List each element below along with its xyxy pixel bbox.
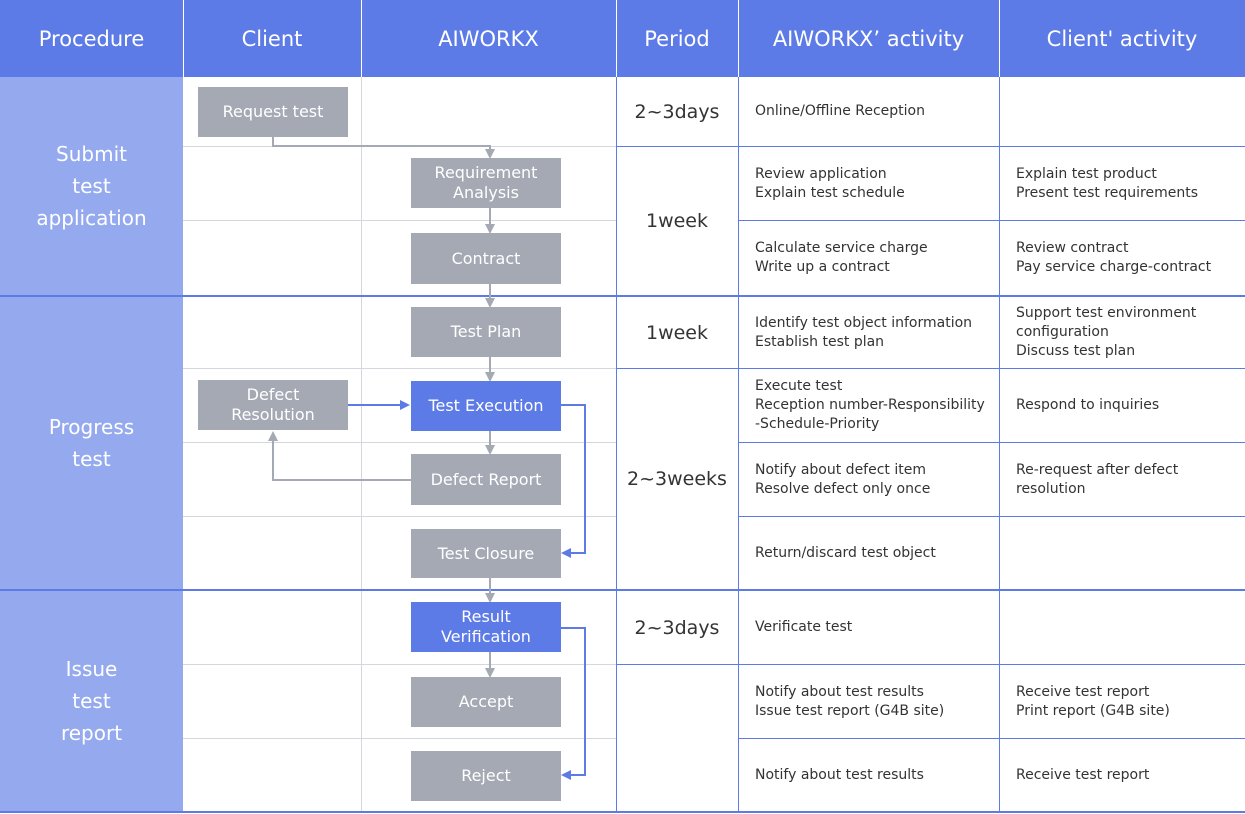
phase-progress-label: Progress test [48, 414, 135, 471]
connector-report-to-resolution [268, 431, 411, 481]
client-activity-cell: Explain test product Present test requir… [1016, 165, 1198, 201]
phase-submit: Submit test application [0, 77, 183, 295]
accept-box[interactable]: Accept [411, 677, 561, 727]
client-activity-cell: Receive test report [1016, 766, 1150, 783]
client-activity-cell [1000, 77, 1245, 146]
phase-submit-label: Submit test application [36, 142, 147, 230]
header-procedure: Procedure [0, 0, 183, 77]
row-line [738, 220, 1245, 221]
aiworkx-activity-cell: Online/Offline Reception [755, 103, 925, 119]
header-aiworkx: AIWORKX [361, 0, 616, 77]
client-activity-cell: Review contract Pay service charge-contr… [1016, 240, 1212, 275]
aiworkx-activity-cell: Verificate test [755, 619, 853, 635]
connector-execution-to-closure [561, 404, 586, 558]
row-line [738, 368, 1245, 369]
test-closure-box[interactable]: Test Closure [411, 529, 561, 578]
client-activity-cell [1000, 517, 1245, 589]
phase-issue: Issue test report [0, 590, 183, 811]
aiworkx-activity-cell: Identify test object information Establi… [755, 314, 973, 350]
client-activity-cell: Re-request after defect resolution [1016, 461, 1179, 497]
phase-separator [0, 589, 1245, 591]
row-line [616, 146, 738, 147]
header-client-activity: Client' activity [999, 0, 1245, 77]
row-line [738, 516, 1245, 517]
grid-line [616, 77, 617, 812]
row-line [183, 220, 616, 221]
client-activity-cell: Respond to inquiries [1016, 397, 1160, 413]
aiworkx-activity-cell: Notify about test results [755, 766, 924, 783]
client-activity-cell: Support test environment configuration D… [1016, 305, 1197, 359]
aiworkx-activity-cell: Notify about defect item Resolve defect … [755, 461, 931, 497]
row-line [738, 738, 1245, 739]
row-line [616, 368, 738, 369]
row-line [183, 738, 616, 739]
grid-line [738, 77, 739, 812]
row-line [738, 146, 1245, 147]
header-divider [738, 0, 739, 77]
connector-verification-to-reject [561, 627, 586, 780]
phase-separator [0, 295, 1245, 297]
header-divider [361, 0, 362, 77]
row-line [183, 664, 616, 665]
period-cell: 1week [645, 321, 708, 344]
header-divider [999, 0, 1000, 77]
request-test-box[interactable]: Request test [198, 87, 348, 137]
connector-request-to-analysis [272, 137, 495, 159]
contract-box[interactable]: Contract [411, 233, 561, 284]
aiworkx-activity-cell: Review application Explain test schedule [755, 165, 905, 201]
header-period: Period [616, 0, 738, 77]
grid-line [361, 77, 362, 812]
grid-line [999, 77, 1000, 812]
defect-resolution-box[interactable]: Defect Resolution [198, 380, 348, 430]
period-cell: 1week [645, 210, 708, 232]
row-line [738, 664, 1245, 665]
period-cell: 2~3days [634, 100, 720, 123]
header-divider [183, 0, 184, 77]
aiworkx-activity-cell: Calculate service charge Write up a cont… [755, 240, 928, 275]
period-cell: 2~3days [634, 616, 720, 639]
row-line [183, 516, 616, 517]
phase-separator [0, 811, 1245, 813]
row-line [183, 442, 616, 443]
defect-report-box[interactable]: Defect Report [411, 454, 561, 505]
phase-issue-label: Issue test report [60, 656, 123, 745]
header-aiworkx-activity: AIWORKX’ activity [738, 0, 999, 77]
header-client: Client [183, 0, 361, 77]
requirement-analysis-box[interactable]: Requirement Analysis [411, 158, 561, 208]
reject-box[interactable]: Reject [411, 751, 561, 801]
client-activity-cell: Receive test report Print report (G4B si… [1016, 683, 1170, 719]
row-line [738, 442, 1245, 443]
phase-progress: Progress test [0, 296, 183, 589]
row-line [183, 368, 616, 369]
test-execution-box[interactable]: Test Execution [411, 381, 561, 431]
row-line [616, 664, 738, 665]
aiworkx-activity-cell: Notify about test results Issue test rep… [755, 683, 945, 719]
client-activity-cell [1000, 591, 1245, 664]
header-divider [616, 0, 617, 77]
aiworkx-activity-cell: Execute test Reception number-Responsibi… [755, 378, 985, 432]
period-cell: 2~3weeks [627, 468, 727, 490]
test-plan-box[interactable]: Test Plan [411, 307, 561, 357]
aiworkx-activity-cell: Return/discard test object [755, 544, 936, 561]
result-verification-box[interactable]: Result Verification [411, 602, 561, 652]
